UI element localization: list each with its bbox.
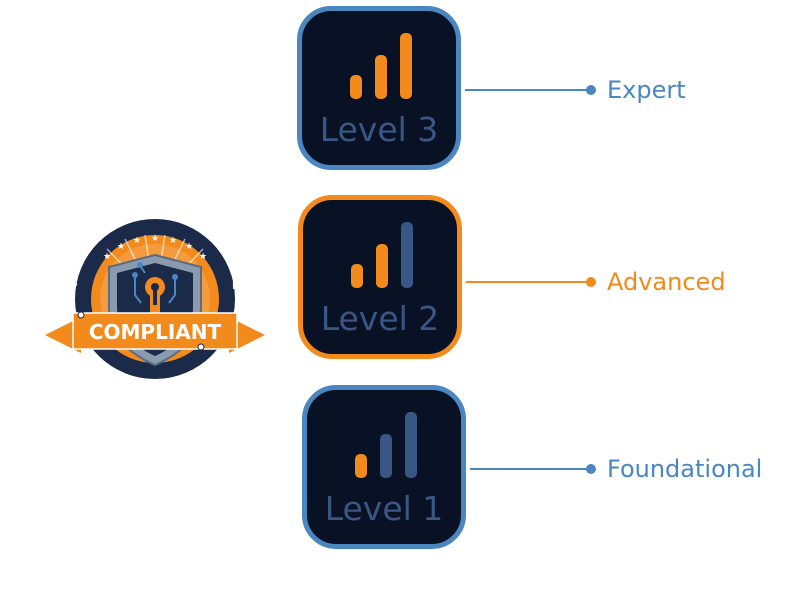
advanced-connector-dot: [586, 277, 596, 287]
level-2-label: Level 2: [320, 299, 440, 338]
level-1-tile: Level 1: [302, 385, 466, 549]
expert-tier-label: Expert: [607, 76, 686, 104]
keyhole-icon: [132, 262, 178, 317]
signal-bar-3: [401, 222, 413, 288]
svg-text:★: ★: [133, 236, 141, 246]
svg-text:★: ★: [169, 236, 177, 246]
signal-bar-1: [350, 75, 362, 99]
foundational-tier-label: Foundational: [607, 455, 763, 483]
expert-connector-dot: [586, 85, 596, 95]
expert-connector-line: [465, 89, 590, 91]
signal-bars-icon: [351, 222, 413, 288]
svg-text:★: ★: [185, 242, 193, 252]
level-2-tile: Level 2: [298, 195, 462, 359]
signal-bar-3: [405, 412, 417, 478]
signal-bar-1: [351, 264, 363, 288]
signal-bar-2: [376, 244, 388, 288]
svg-text:★: ★: [117, 242, 125, 252]
signal-bar-2: [380, 434, 392, 478]
advanced-tier-label: Advanced: [607, 268, 726, 296]
svg-text:★: ★: [151, 234, 159, 244]
level-3-label: Level 3: [319, 110, 439, 149]
svg-text:★: ★: [199, 252, 207, 262]
advanced-connector-line: [466, 281, 590, 283]
svg-text:★: ★: [103, 252, 111, 262]
foundational-connector-dot: [586, 464, 596, 474]
badge-ribbon-text: COMPLIANT: [89, 320, 222, 344]
signal-bar-3: [400, 33, 412, 99]
level-3-tile: Level 3: [297, 6, 461, 170]
signal-bars-icon: [350, 33, 412, 99]
signal-bars-icon: [355, 412, 417, 478]
level-1-label: Level 1: [324, 489, 444, 528]
signal-bar-1: [355, 454, 367, 478]
signal-bar-2: [375, 55, 387, 99]
foundational-connector-line: [470, 468, 590, 470]
cmmc-compliant-badge: ★★★ ★★★ ★ CYBERSECURITY MATURITY MODEL C…: [45, 195, 265, 379]
